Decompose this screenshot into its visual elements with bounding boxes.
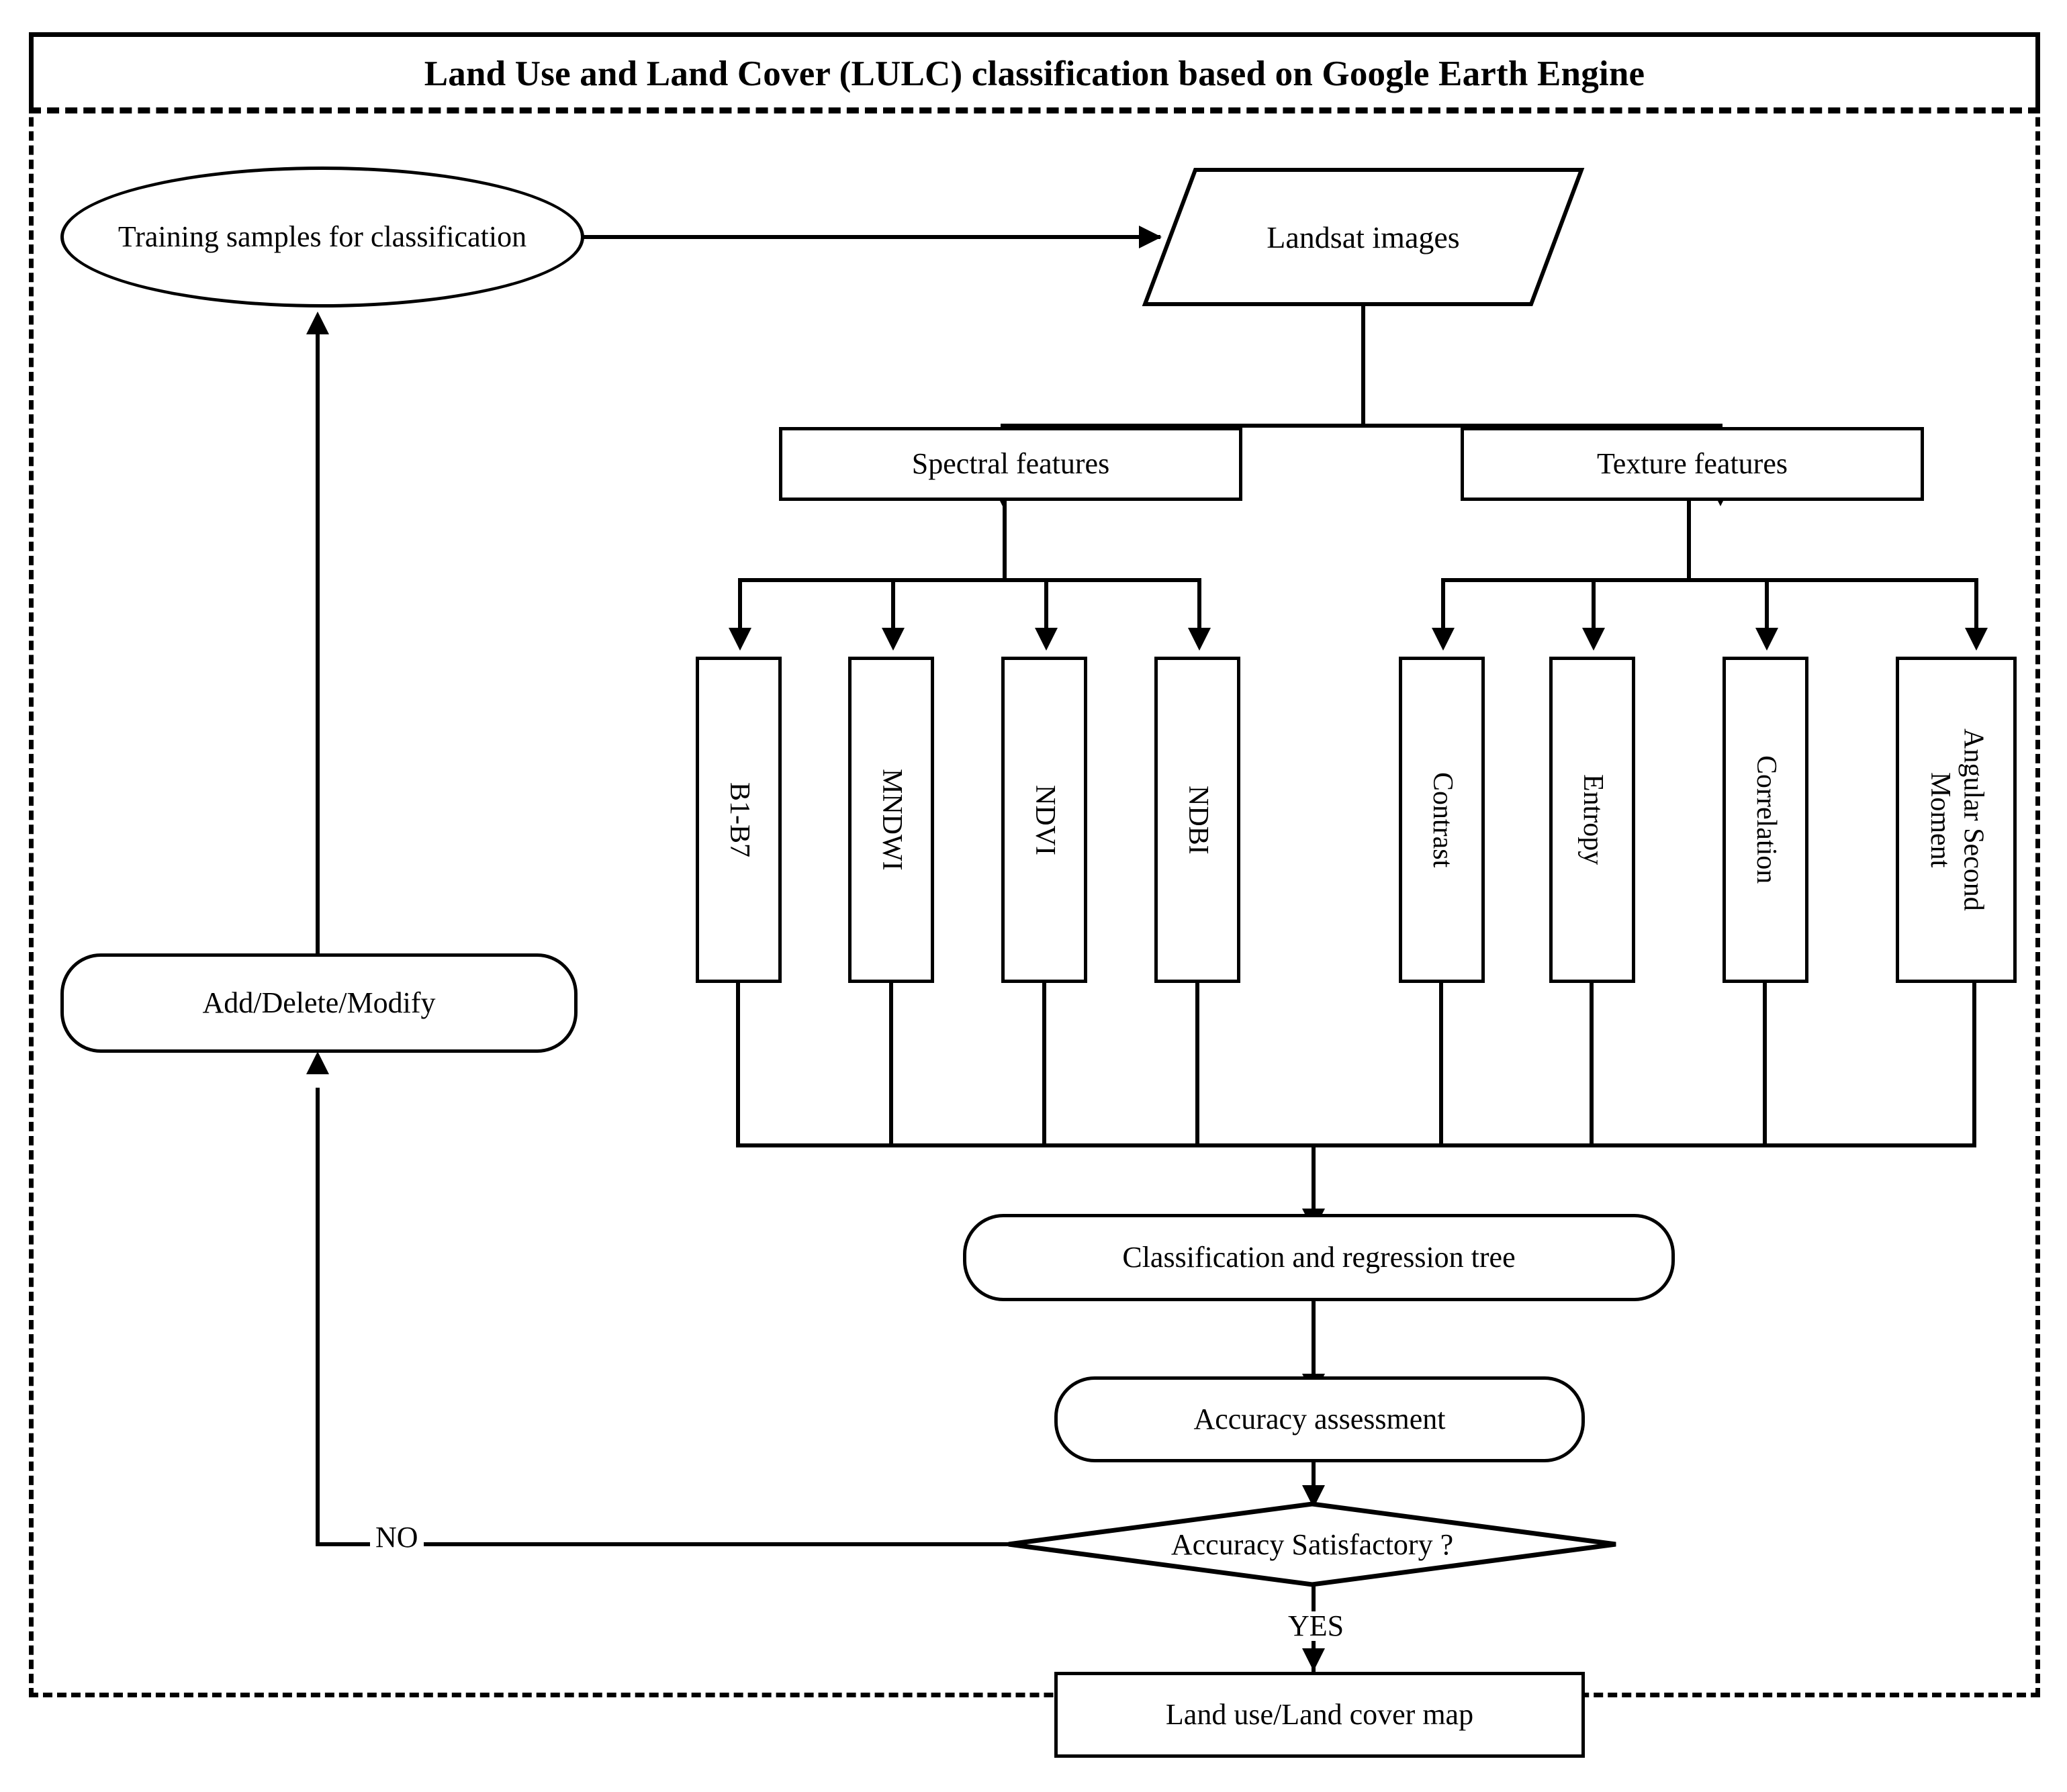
node-accuracy-assessment-label: Accuracy assessment — [1193, 1403, 1446, 1436]
node-accuracy-satisfactory-decision[interactable]: Accuracy Satisfactory ? — [1006, 1501, 1618, 1587]
edge-spectral-drop-2 — [891, 578, 895, 640]
arrow-texture-to-asm — [1965, 628, 1988, 651]
edge-spectral-drop-1 — [738, 578, 742, 640]
edge-b1b7-drop — [736, 983, 740, 1145]
edge-decision-no — [316, 1542, 1009, 1546]
node-classification-regression-tree[interactable]: Classification and regression tree — [963, 1214, 1675, 1301]
edge-texture-stem — [1687, 501, 1691, 580]
node-landsat-images-label: Landsat images — [1267, 220, 1460, 254]
node-spectral-mndwi-label: MNDWI — [876, 769, 907, 871]
node-texture-correlation[interactable]: Correlation — [1722, 657, 1808, 983]
arrow-texture-to-contrast — [1432, 628, 1455, 651]
edge-texture-drop-1 — [1441, 578, 1445, 640]
diagram-title-band: Land Use and Land Cover (LULC) classific… — [29, 32, 2040, 111]
arrow-training-to-landsat — [1139, 226, 1162, 248]
edge-label-yes: YES — [1283, 1611, 1350, 1641]
edge-texture-drop-3 — [1765, 578, 1769, 640]
edge-spectral-drop-3 — [1044, 578, 1048, 640]
arrow-spectral-to-mndwi — [882, 628, 905, 651]
node-land-use-land-cover-map[interactable]: Land use/Land cover map — [1054, 1672, 1585, 1758]
edge-training-to-landsat — [582, 235, 1160, 239]
node-spectral-ndvi[interactable]: NDVI — [1001, 657, 1087, 983]
arrow-spectral-to-ndbi — [1188, 628, 1211, 651]
edge-decision-yes — [1312, 1585, 1316, 1705]
edge-landsat-bus — [1001, 424, 1722, 428]
edge-texture-drop-2 — [1592, 578, 1596, 640]
arrow-modify-to-training — [306, 312, 329, 334]
node-land-use-land-cover-map-label: Land use/Land cover map — [1165, 1698, 1474, 1732]
node-texture-features-label: Texture features — [1597, 447, 1788, 481]
edge-ndbi-drop — [1195, 983, 1199, 1145]
edge-label-no: NO — [370, 1523, 424, 1552]
arrow-no-to-add-delete-modify — [306, 1051, 329, 1074]
edge-entropy-drop — [1590, 983, 1594, 1145]
node-texture-correlation-label: Correlation — [1750, 755, 1782, 884]
arrow-texture-to-correlation — [1755, 628, 1778, 651]
node-texture-contrast-label: Contrast — [1426, 771, 1458, 868]
edge-texture-drop-4 — [1974, 578, 1978, 640]
node-spectral-features-label: Spectral features — [911, 447, 1110, 481]
node-spectral-b1b7[interactable]: B1-B7 — [696, 657, 782, 983]
node-texture-entropy-label: Entropy — [1577, 774, 1608, 865]
edge-spectral-stem — [1003, 501, 1007, 580]
edge-cart-to-accuracy — [1312, 1301, 1316, 1388]
edge-asm-drop — [1972, 983, 1976, 1145]
edge-contrast-drop — [1439, 983, 1443, 1145]
edge-mndwi-drop — [889, 983, 893, 1145]
edge-landsat-stem — [1361, 305, 1365, 426]
edge-modify-to-training — [316, 334, 320, 953]
node-texture-angular-second-moment-label: Angular Second Moment — [1925, 728, 1989, 911]
arrow-spectral-to-b1b7 — [729, 628, 751, 651]
node-texture-features[interactable]: Texture features — [1461, 427, 1924, 501]
node-training-samples-label: Training samples for classification — [118, 220, 527, 254]
edge-bus-to-cart — [1312, 1143, 1316, 1224]
node-classification-regression-tree-label: Classification and regression tree — [1122, 1241, 1516, 1274]
node-spectral-mndwi[interactable]: MNDWI — [848, 657, 934, 983]
edge-texture-bus — [1441, 578, 1978, 582]
title-divider — [29, 107, 2040, 113]
node-texture-entropy[interactable]: Entropy — [1549, 657, 1635, 983]
edge-feature-bus — [736, 1143, 1976, 1147]
node-texture-angular-second-moment[interactable]: Angular Second Moment — [1896, 657, 2017, 983]
arrow-texture-to-entropy — [1582, 628, 1605, 651]
edge-ndvi-drop — [1042, 983, 1046, 1145]
node-accuracy-satisfactory-decision-label: Accuracy Satisfactory ? — [1170, 1527, 1454, 1561]
node-spectral-features[interactable]: Spectral features — [779, 427, 1242, 501]
node-spectral-ndvi-label: NDVI — [1029, 784, 1060, 855]
edge-no-riser — [316, 1088, 320, 1544]
edge-spectral-bus — [738, 578, 1201, 582]
node-spectral-b1b7-label: B1-B7 — [723, 782, 755, 857]
node-training-samples[interactable]: Training samples for classification — [60, 167, 584, 308]
node-add-delete-modify[interactable]: Add/Delete/Modify — [60, 953, 578, 1053]
node-spectral-ndbi[interactable]: NDBI — [1154, 657, 1240, 983]
edge-spectral-drop-4 — [1197, 578, 1201, 640]
arrow-decision-to-output — [1302, 1648, 1325, 1671]
node-landsat-images[interactable]: Landsat images — [1142, 167, 1585, 308]
edge-correlation-drop — [1763, 983, 1767, 1145]
node-add-delete-modify-label: Add/Delete/Modify — [202, 986, 436, 1020]
node-spectral-ndbi-label: NDBI — [1182, 785, 1213, 855]
page-title: Land Use and Land Cover (LULC) classific… — [424, 54, 1645, 93]
node-accuracy-assessment[interactable]: Accuracy assessment — [1054, 1376, 1585, 1462]
arrow-spectral-to-ndvi — [1035, 628, 1058, 651]
node-texture-contrast[interactable]: Contrast — [1399, 657, 1485, 983]
